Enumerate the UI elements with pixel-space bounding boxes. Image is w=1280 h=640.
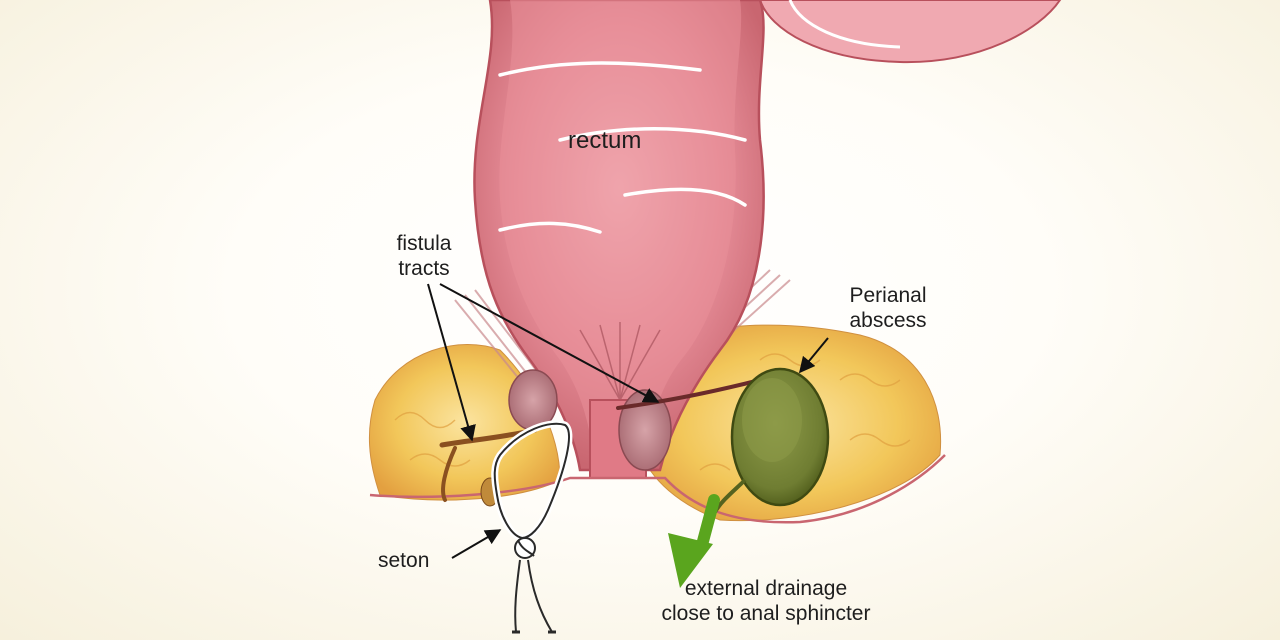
fistula-tract-left-branch (441, 446, 457, 502)
label-fistula-tracts: fistula tracts (384, 231, 464, 281)
abscess-highlight (742, 378, 802, 462)
label-rectum: rectum (568, 127, 642, 154)
drainage-arrow (668, 494, 720, 588)
label-abscess-line1: Perianal (849, 284, 927, 307)
label-abscess-line2: abscess (849, 309, 927, 332)
fistula-tract-right (616, 378, 762, 410)
anal-canal (579, 322, 661, 401)
label-drainage-line2: close to anal sphincter (661, 602, 871, 625)
leader-abscess (798, 337, 829, 374)
colon-fold (788, 0, 901, 49)
label-fistula-line1: fistula (396, 232, 452, 255)
colon-loop (758, 0, 1062, 64)
label-seton: seton (378, 549, 430, 572)
rectal-folds (498, 61, 747, 234)
leader-fistula-right (439, 283, 660, 403)
rectum-lumen (499, 0, 742, 470)
perineum-skin (369, 454, 946, 524)
seton (491, 420, 573, 634)
label-perianal-abscess: Perianal abscess (838, 283, 938, 333)
leader-fistula-left (427, 283, 476, 442)
leader-seton (451, 529, 502, 559)
label-external-drainage: external drainage close to anal sphincte… (636, 576, 896, 626)
label-drainage-line1: external drainage (684, 577, 848, 600)
label-fistula-line2: tracts (398, 257, 450, 280)
leader-lines (427, 283, 829, 559)
